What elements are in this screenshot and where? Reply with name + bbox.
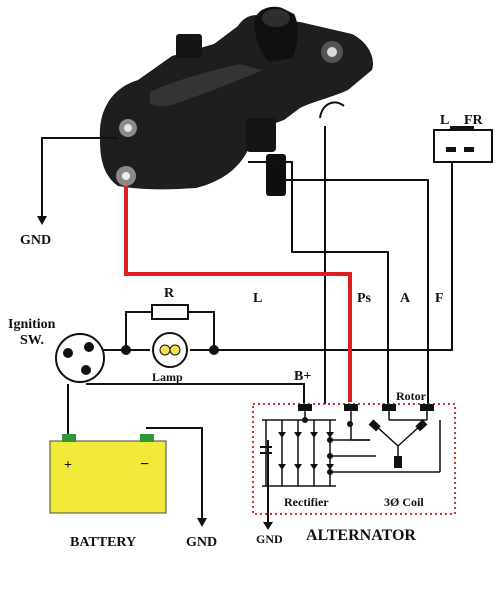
wire-f (282, 179, 429, 404)
label-coil: 3Ø Coil (384, 495, 424, 509)
diode (326, 464, 334, 470)
ignition-contact-1 (63, 348, 73, 358)
voltage-regulator (99, 6, 374, 196)
label-rectifier: Rectifier (284, 495, 329, 509)
label-wire-a: A (400, 291, 411, 306)
label-gnd-alternator: GND (256, 532, 283, 546)
rotor-wiring (350, 411, 441, 473)
diode (310, 432, 318, 438)
ignition-switch (55, 333, 105, 383)
terminal-rotor-left (382, 404, 396, 411)
coil-arm-left (375, 425, 399, 447)
mounting-hole-center (327, 47, 337, 57)
label-alternator: ALTERNATOR (306, 527, 416, 544)
regulator-body (99, 15, 374, 190)
label-gnd-battery: GND (186, 535, 217, 550)
ground-arrow-alternator (263, 522, 273, 530)
capacitor-plate (260, 452, 272, 454)
ground-terminal-bottom-center (122, 172, 130, 180)
coil-winding (368, 419, 381, 432)
coil-winding (394, 456, 402, 468)
coil-windings (368, 419, 428, 468)
resistor (151, 304, 189, 320)
regulator-brush-holder (246, 118, 276, 152)
diode (294, 432, 302, 438)
junction-dot (121, 345, 131, 355)
ground-arrow-battery (197, 518, 207, 527)
regulator-hook (319, 101, 345, 119)
terminal-b-plus (298, 404, 312, 411)
alternator-terminals (298, 404, 434, 411)
coil-arm-right (397, 425, 421, 447)
regulator-plug-face (262, 9, 290, 27)
ground-arrow-regulator (37, 216, 47, 225)
junction-dot (347, 421, 353, 427)
diode (294, 464, 302, 470)
label-resistor: R (164, 286, 175, 301)
junction-dot (327, 437, 333, 443)
label-connector-l: L (440, 113, 449, 128)
capacitor-plate (260, 446, 272, 448)
label-rotor: Rotor (396, 389, 427, 403)
battery (49, 434, 167, 514)
label-lamp: Lamp (152, 370, 183, 384)
terminal-rotor-right (420, 404, 434, 411)
junction-dot (327, 469, 333, 475)
lfr-connector (433, 126, 493, 163)
junction-dot (327, 453, 333, 459)
label-wire-l: L (253, 291, 262, 306)
label-connector-fr: FR (464, 113, 484, 128)
wire-resistor-bypass-left (125, 311, 152, 350)
diode (326, 432, 334, 438)
rectifier-junctions (302, 417, 353, 475)
rectifier-bridge (262, 411, 404, 487)
battery-body (49, 440, 167, 514)
wire-resistor-bypass-right (188, 311, 215, 350)
label-battery-plus: + (64, 458, 72, 473)
diode (278, 464, 286, 470)
label-wire-ps: Ps (357, 291, 372, 306)
rectifier-diodes (260, 432, 334, 470)
regulator-tab (176, 34, 202, 58)
label-b-plus: B+ (294, 369, 311, 384)
wire-l (248, 161, 389, 404)
lfr-pin-l (446, 147, 456, 152)
ignition-switch-body (55, 333, 105, 383)
lfr-pin-fr (464, 147, 474, 152)
label-battery-minus: − (140, 456, 149, 473)
lfr-connector-body (433, 129, 493, 163)
ignition-contact-3 (81, 365, 91, 375)
warning-lamp (152, 332, 188, 368)
label-gnd-regulator: GND (20, 233, 51, 248)
wire-lamp-out (190, 152, 453, 351)
lfr-connector-top-tab (450, 126, 474, 130)
lamp-filament-right (169, 344, 181, 356)
label-wire-f: F (435, 291, 444, 306)
coil-winding (415, 419, 428, 432)
regulator-brush (266, 154, 286, 196)
wire-regulator-ground (41, 137, 118, 218)
diode (278, 432, 286, 438)
battery-terminal-negative (140, 434, 154, 442)
wire-red-signal (124, 186, 352, 402)
lamp-filament-left (159, 344, 171, 356)
wire-battery-to-bplus (86, 383, 305, 404)
label-ignition-line2: SW. (20, 333, 44, 348)
ignition-contact-2 (84, 342, 94, 352)
battery-terminal-positive (62, 434, 76, 442)
label-battery: BATTERY (70, 535, 136, 550)
junction-dot (209, 345, 219, 355)
terminal-ps (344, 404, 358, 411)
junction-dot (302, 417, 308, 423)
label-ignition-line1: Ignition (8, 317, 56, 332)
wire-battery-ground (146, 427, 203, 520)
regulator-highlight (150, 64, 262, 107)
ground-terminal-top-center (124, 124, 132, 132)
diode (310, 464, 318, 470)
